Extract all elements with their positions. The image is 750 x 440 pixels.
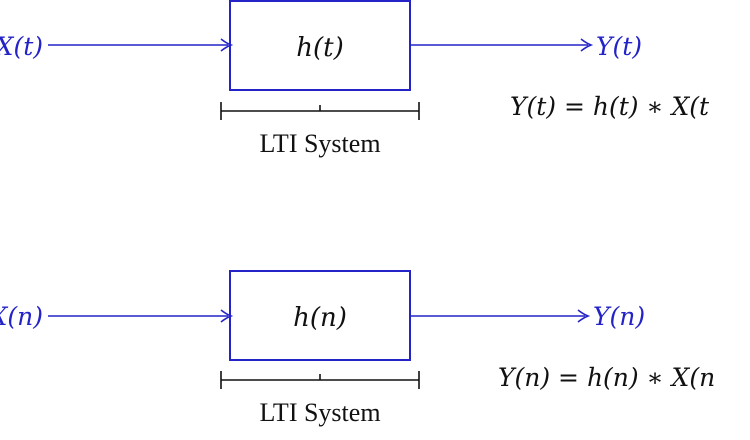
continuous-input-label: X(t) [0,32,43,61]
continuous-output-arrow-head [580,38,594,52]
continuous-output-label: Y(t) [596,32,642,61]
continuous-bracket [220,102,420,120]
discrete-equation: Y(n) = h(n) ∗ X(n [498,363,715,392]
continuous-time-row: X(t) h(t) Y(t) Y(t) = h(t) ∗ X(t LTI Sys… [0,0,710,158]
discrete-bracket [220,371,420,389]
continuous-equation: Y(t) = h(t) ∗ X(t [510,92,710,121]
discrete-output-arrow-head [577,309,591,323]
continuous-system-label: h(t) [296,33,343,63]
discrete-time-row: X(n) h(n) Y(n) Y(n) = h(n) ∗ X(n LTI Sys… [0,270,715,427]
discrete-caption: LTI System [259,398,380,427]
continuous-caption: LTI System [259,129,380,158]
discrete-system-label: h(n) [293,303,347,333]
discrete-output-label: Y(n) [593,302,645,331]
discrete-input-label: X(n) [0,302,43,331]
